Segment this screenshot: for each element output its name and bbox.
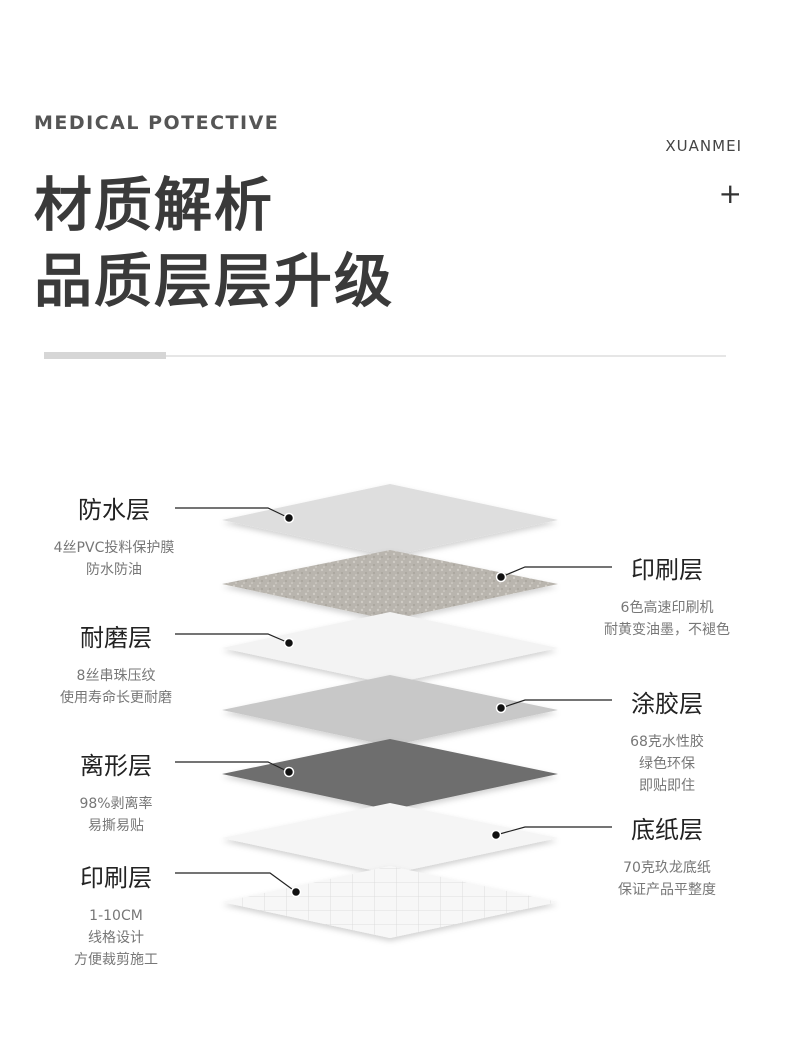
label-title: 防水层 [78,496,150,524]
page-title: 材质解析 [34,171,275,239]
label-print-layer: 印刷层 6色高速印刷机耐黄变油墨，不褪色 [572,550,762,641]
label-wear-layer: 耐磨层 8丝串珠压纹使用寿命长更耐磨 [26,618,206,709]
label-desc: 4丝PVC投料保护膜防水防油 [53,540,175,578]
label-glue-layer: 涂胶层 68克水性胶绿色环保即贴即住 [572,684,762,797]
leader-line [175,633,290,644]
brand-name: XUANMEI [665,137,742,155]
label-release-layer: 离形层 98%剥离率易撕易贴 [26,746,206,837]
layer-wear [222,612,558,684]
label-title: 底纸层 [631,816,703,844]
label-title: 离形层 [80,752,152,780]
plus-icon: + [718,177,742,210]
label-title: 耐磨层 [80,624,152,652]
label-desc: 8丝串珠压纹使用寿命长更耐磨 [60,668,172,706]
label-waterproof-layer: 防水层 4丝PVC投料保护膜防水防油 [24,490,204,581]
leader-line [175,872,297,893]
leader-dot [283,637,295,649]
divider-accent [44,352,166,359]
leader-line [175,761,290,773]
label-base-paper-layer: 底纸层 70克玖龙底纸保证产品平整度 [572,810,762,901]
layer-waterproof [222,484,558,556]
leader-dot [283,512,295,524]
leader-line [495,826,612,836]
label-desc: 6色高速印刷机耐黄变油墨，不褪色 [604,600,730,638]
layer-base-paper [222,803,558,874]
header-tag: MEDICAL POTECTIVE [34,112,280,134]
leader-dot [490,829,502,841]
page-subtitle: 品质层层升级 [34,247,395,315]
leader-dot [495,571,507,583]
label-title: 涂胶层 [631,690,703,718]
divider-bar [44,352,726,359]
label-title: 印刷层 [631,556,703,584]
leader-dot [290,886,302,898]
layer-grid-print [222,866,558,938]
layer-release [222,739,558,810]
leader-line [500,566,612,578]
label-desc: 98%剥离率易撕易贴 [79,796,153,834]
label-desc: 70克玖龙底纸保证产品平整度 [618,860,716,898]
leader-line [500,699,612,709]
layer-glue [222,675,558,746]
layer-print-texture [222,550,558,620]
label-title: 印刷层 [80,864,152,892]
label-desc: 68克水性胶绿色环保即贴即住 [630,734,704,794]
leader-line [175,507,290,519]
leader-dot [283,766,295,778]
leader-dot [495,702,507,714]
